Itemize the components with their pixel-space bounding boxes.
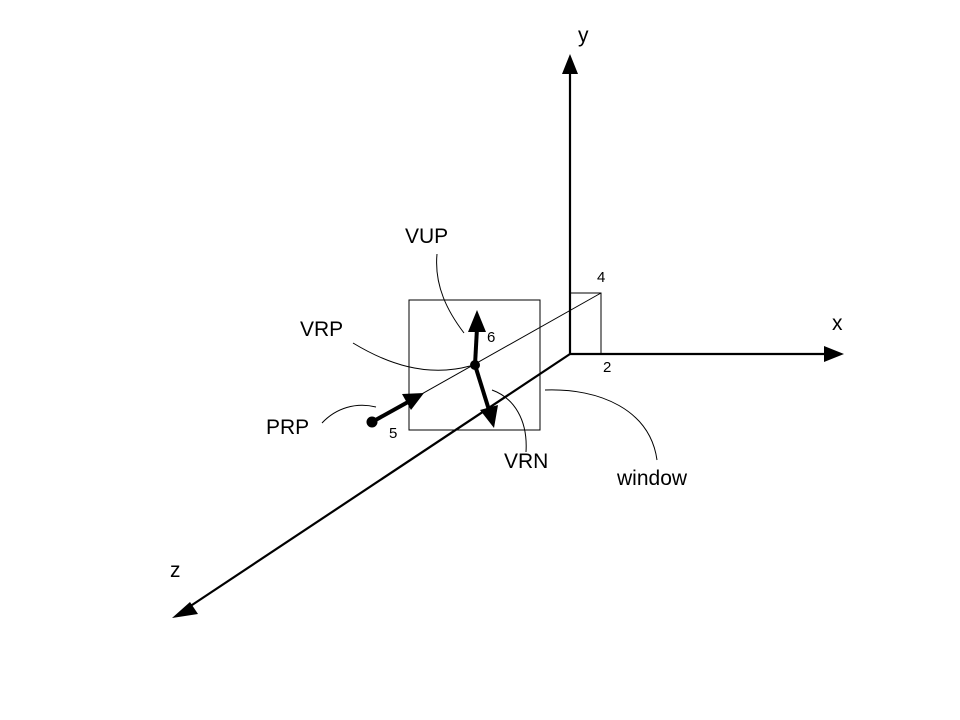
vrn-label: VRN: [504, 450, 548, 473]
window-leader-line: [544, 389, 658, 461]
z-axis-arrowhead: [172, 602, 198, 618]
x-axis-label: x: [832, 312, 843, 335]
prp-arrowhead: [402, 393, 424, 410]
z-axis-label: z: [170, 559, 181, 582]
prp-label: PRP: [266, 416, 309, 439]
vup-vector: [473, 327, 479, 366]
x-axis-arrowhead: [824, 346, 844, 362]
vrp-point: [470, 360, 480, 370]
y-coordinate-mark: 4: [597, 269, 605, 286]
prp-leader-line: [321, 404, 377, 424]
z-axis: [185, 353, 571, 610]
vup-leader-line: [436, 253, 465, 334]
prp-vector: [371, 400, 409, 424]
window-label: window: [616, 467, 688, 490]
y-axis-label: y: [578, 24, 589, 47]
x-coordinate-mark: 2: [603, 359, 611, 376]
view-window: [408, 299, 541, 431]
vrp-leader-line: [352, 342, 471, 371]
vrn-vector: [473, 364, 491, 411]
vrp-label: VRP: [300, 318, 343, 341]
vup-label: VUP: [405, 225, 448, 248]
y-axis-arrowhead: [562, 54, 578, 74]
z-coordinate-mark: 5: [389, 425, 397, 442]
vup-arrowhead: [468, 310, 486, 332]
vrn-arrowhead: [480, 405, 498, 428]
prp-point: [366, 416, 378, 428]
up-coordinate-mark: 6: [487, 329, 495, 346]
vrn-leader-line: [491, 389, 527, 453]
